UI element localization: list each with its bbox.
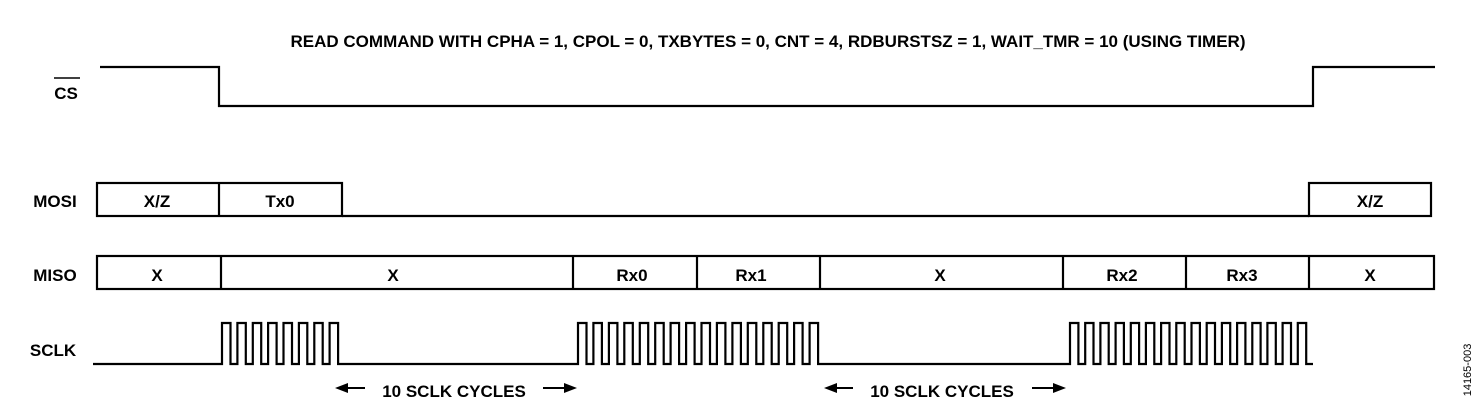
mosi-cell-xz-end: X/Z: [1357, 192, 1383, 211]
sclk-waveform: [93, 321, 1313, 366]
arrow-right-head-1: [564, 383, 577, 393]
miso-waveform: [95, 254, 1436, 291]
wait-annotation-2: 10 SCLK CYCLES: [824, 382, 1066, 401]
mosi-waveform: [95, 181, 1433, 218]
diagram-title: READ COMMAND WITH CPHA = 1, CPOL = 0, TX…: [291, 32, 1246, 51]
mosi-cell-xz-start: X/Z: [144, 192, 170, 211]
mosi-end-box: [1307, 181, 1433, 218]
miso-cell-x-3: X: [934, 266, 946, 285]
figure-id: 14165-003: [1462, 344, 1474, 397]
cs-label: CS: [54, 84, 78, 103]
miso-cell-rx3: Rx3: [1226, 266, 1257, 285]
miso-cell-x-1: X: [151, 266, 163, 285]
wait-cycles-label-2: 10 SCLK CYCLES: [870, 382, 1014, 401]
mosi-label: MOSI: [33, 192, 76, 211]
sclk-label: SCLK: [30, 341, 77, 360]
miso-cell-rx1: Rx1: [735, 266, 766, 285]
wait-cycles-label-1: 10 SCLK CYCLES: [382, 382, 526, 401]
mosi-cell-tx0: Tx0: [265, 192, 294, 211]
miso-cell-x-2: X: [387, 266, 399, 285]
arrow-left-head-2: [824, 383, 837, 393]
cs-waveform: [100, 65, 1435, 108]
miso-box: [95, 254, 1436, 291]
miso-label: MISO: [33, 266, 76, 285]
miso-cell-x-4: X: [1364, 266, 1376, 285]
arrow-right-head-2: [1053, 383, 1066, 393]
wait-annotation-1: 10 SCLK CYCLES: [335, 382, 577, 401]
miso-cell-rx0: Rx0: [616, 266, 647, 285]
miso-cell-rx2: Rx2: [1106, 266, 1137, 285]
arrow-left-head-1: [335, 383, 348, 393]
